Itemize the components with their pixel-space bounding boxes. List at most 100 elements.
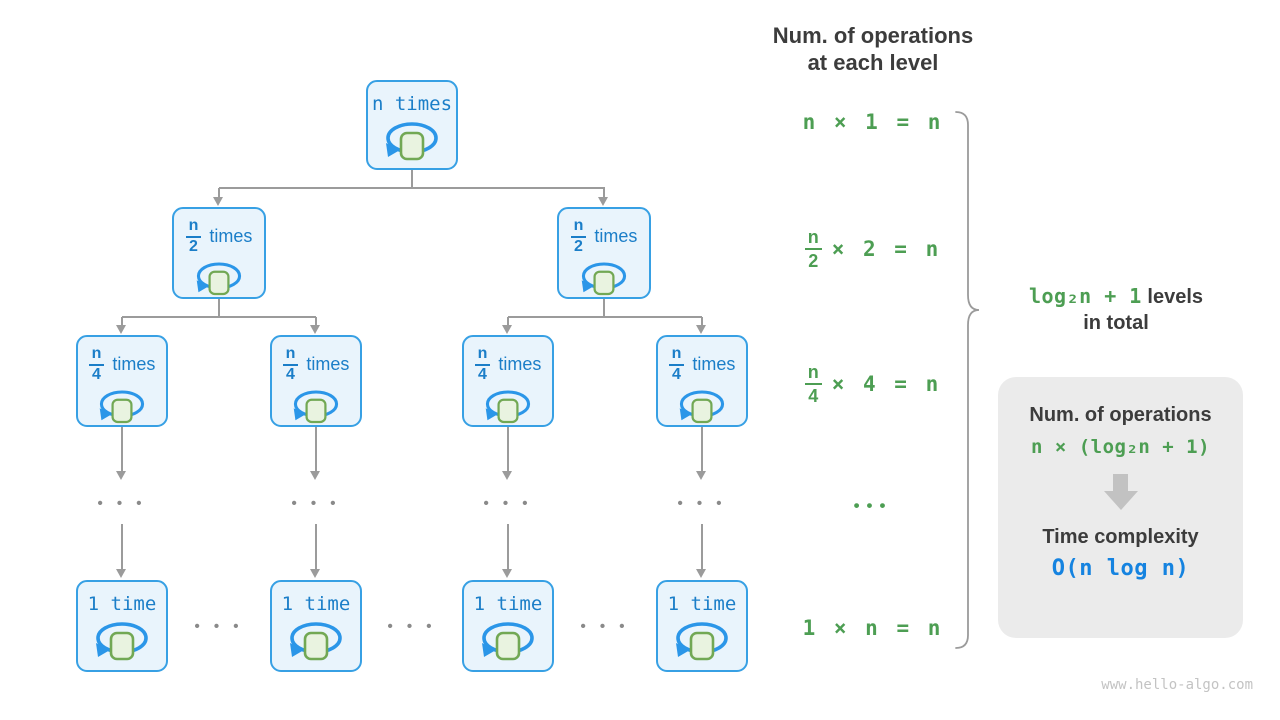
connector-line (315, 524, 317, 570)
connector-line (701, 317, 703, 326)
brace (955, 111, 980, 649)
node-label: 1 time (473, 593, 543, 615)
tree-node-root: n times (366, 80, 458, 170)
connector-line (508, 316, 702, 318)
loop-icon (678, 390, 725, 424)
connector-line (315, 427, 317, 472)
level-formula-4: 1 × n = n (802, 616, 944, 640)
node-label: 1 time (87, 593, 157, 615)
tree-ellipsis: • • • (677, 495, 727, 512)
loop-icon (292, 390, 339, 424)
level-formula-1: n × 1 = n (802, 110, 944, 134)
column-header: Num. of operations at each level (763, 22, 983, 76)
connector-line (603, 299, 605, 317)
tree-ellipsis: • • • (194, 618, 244, 635)
column-header-line2: at each level (807, 50, 939, 76)
node-label: 1 time (281, 593, 351, 615)
arrowhead-down (116, 325, 126, 334)
connector-line (218, 188, 220, 198)
summary-tc-title: Time complexity (1042, 526, 1199, 548)
loop-icon (384, 122, 438, 161)
brace-label: log₂n + 1 levels in total (991, 283, 1241, 336)
level-formula-ellipsis: ••• (853, 496, 893, 515)
tree-ellipsis: • • • (387, 618, 437, 635)
arrowhead-down (213, 197, 223, 206)
loop-icon (98, 390, 145, 424)
node-label: 1 time (667, 593, 737, 615)
connector-line (507, 427, 509, 472)
connector-line (701, 524, 703, 570)
connector-line (219, 187, 605, 189)
arrowhead-down (502, 325, 512, 334)
arrowhead-down (598, 197, 608, 206)
node-label: n times (371, 93, 453, 115)
connector-line (411, 170, 413, 188)
loop-icon (94, 622, 148, 661)
connector-line (507, 317, 509, 326)
arrow-down-icon (1103, 474, 1138, 510)
watermark: www.hello-algo.com (1101, 677, 1253, 693)
connector-line (507, 524, 509, 570)
arrowhead-down (116, 569, 126, 578)
tree-ellipsis: • • • (97, 495, 147, 512)
arrowhead-down (502, 569, 512, 578)
loop-icon (480, 622, 534, 661)
loop-icon (288, 622, 342, 661)
connector-line (121, 524, 123, 570)
brace-label-line1: log₂n + 1 levels (1028, 284, 1204, 308)
arrowhead-down (696, 471, 706, 480)
arrowhead-down (310, 325, 320, 334)
tree-ellipsis: • • • (580, 618, 630, 635)
connector-line (121, 427, 123, 472)
column-header-line1: Num. of operations (772, 23, 974, 48)
summary-box: Num. of operations n × (log₂n + 1) Time … (998, 377, 1243, 638)
arrowhead-down (310, 471, 320, 480)
arrowhead-down (116, 471, 126, 480)
connector-line (701, 427, 703, 472)
loop-icon (484, 390, 531, 424)
summary-ops-formula: n × (log₂n + 1) (1030, 436, 1211, 458)
brace-label-line2: in total (1083, 312, 1149, 334)
arrowhead-down (696, 325, 706, 334)
tree-node-leaf-3: 1 time (462, 580, 554, 672)
tree-ellipsis: • • • (483, 495, 533, 512)
loop-icon (195, 262, 242, 296)
connector-line (122, 316, 316, 318)
connector-line (603, 188, 605, 198)
connector-line (121, 317, 123, 326)
summary-tc-formula: O(n log n) (1051, 556, 1190, 581)
summary-ops-title: Num. of operations (1029, 404, 1212, 426)
arrowhead-down (310, 569, 320, 578)
arrowhead-down (502, 471, 512, 480)
loop-icon (580, 262, 627, 296)
arrow-stem (1113, 474, 1128, 491)
connector-line (315, 317, 317, 326)
arrow-head (1103, 491, 1138, 510)
tree-node-leaf-1: 1 time (76, 580, 168, 672)
loop-icon (674, 622, 728, 661)
tree-node-leaf-4: 1 time (656, 580, 748, 672)
tree-ellipsis: • • • (291, 495, 341, 512)
